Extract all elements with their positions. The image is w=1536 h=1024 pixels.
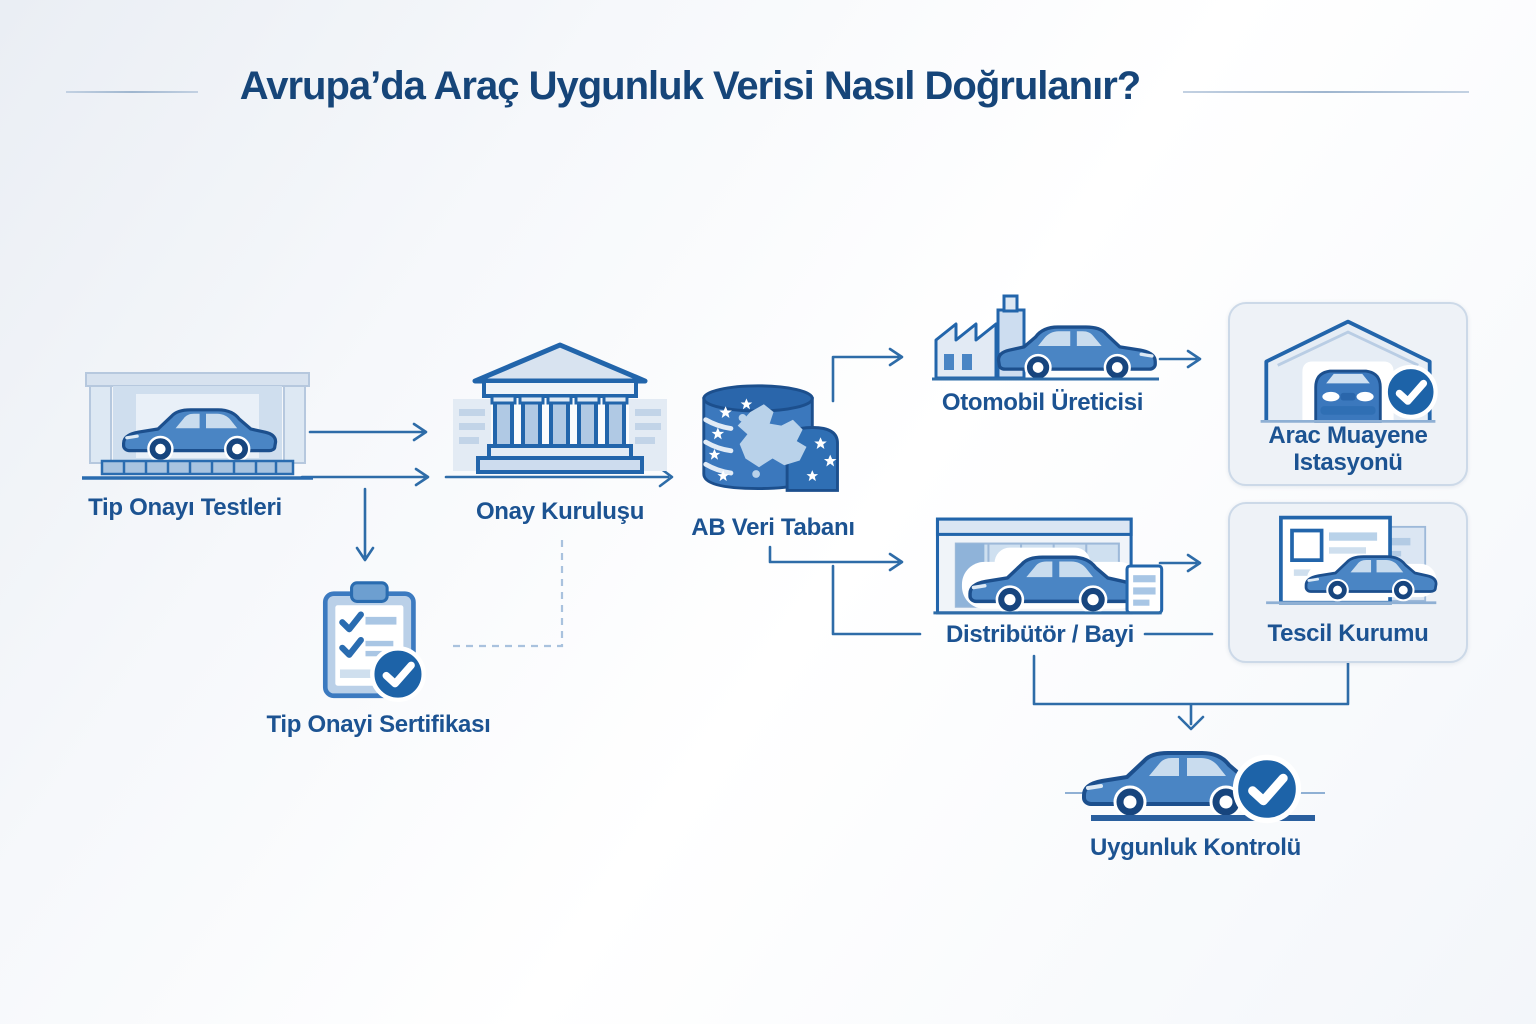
arrow-manufacturer-to-inspection xyxy=(1158,349,1202,369)
arrow-database-to-dealer xyxy=(768,545,904,572)
line-database-to-registration xyxy=(831,564,1214,636)
page-title: Avrupa’da Araç Uygunluk Verisi Nasıl Doğ… xyxy=(239,64,1141,108)
arrow-tests-to-authority-bottom xyxy=(300,467,430,487)
node-label-inspection-line1: Arac Muayene xyxy=(1268,422,1428,449)
arrow-tests-to-certificate xyxy=(355,487,375,562)
node-label-authority: Onay Kuruluşu xyxy=(475,498,645,525)
node-label-database: AB Veri Tabanı xyxy=(691,514,855,541)
node-label-dealer: Distribütör / Bayi xyxy=(946,621,1134,648)
node-label-registration: Tescil Kurumu xyxy=(1267,620,1429,647)
node-label-tests: Tip Onayı Testleri xyxy=(88,494,282,521)
clipboard-check-icon xyxy=(322,581,432,706)
arrow-dealer-to-registration xyxy=(1158,553,1202,573)
test-garage-icon xyxy=(82,372,313,480)
node-label-inspection-line2: Istasyonü xyxy=(1293,449,1403,476)
title-rule-right xyxy=(1183,91,1469,93)
arrow-merge-to-conformity xyxy=(1032,654,1350,731)
inspection-garage-check-icon xyxy=(1260,319,1443,423)
node-label-certificate: Tip Onayi Sertifikası xyxy=(266,711,491,738)
title-rule-left xyxy=(66,91,198,93)
dashed-certificate-to-authority xyxy=(452,540,564,648)
showroom-car-icon xyxy=(933,517,1164,615)
inspection-station-card: Arac Muayene Istasyonü xyxy=(1228,302,1468,486)
government-building-icon xyxy=(453,342,667,474)
check-icon xyxy=(372,648,423,699)
arrow-database-to-manufacturer xyxy=(831,347,904,403)
arrow-tests-to-authority-top xyxy=(308,422,428,442)
eu-database-icon xyxy=(702,384,839,492)
registration-documents-car-icon xyxy=(1266,515,1438,605)
check-icon xyxy=(1236,758,1299,821)
registration-authority-card: Tescil Kurumu xyxy=(1228,502,1468,663)
node-label-manufacturer: Otomobil Üreticisi xyxy=(941,389,1144,416)
node-label-conformity: Uygunluk Kontrolü xyxy=(1090,834,1301,861)
check-icon xyxy=(1386,367,1436,417)
factory-car-icon xyxy=(932,294,1159,382)
car-check-icon xyxy=(1065,751,1325,841)
